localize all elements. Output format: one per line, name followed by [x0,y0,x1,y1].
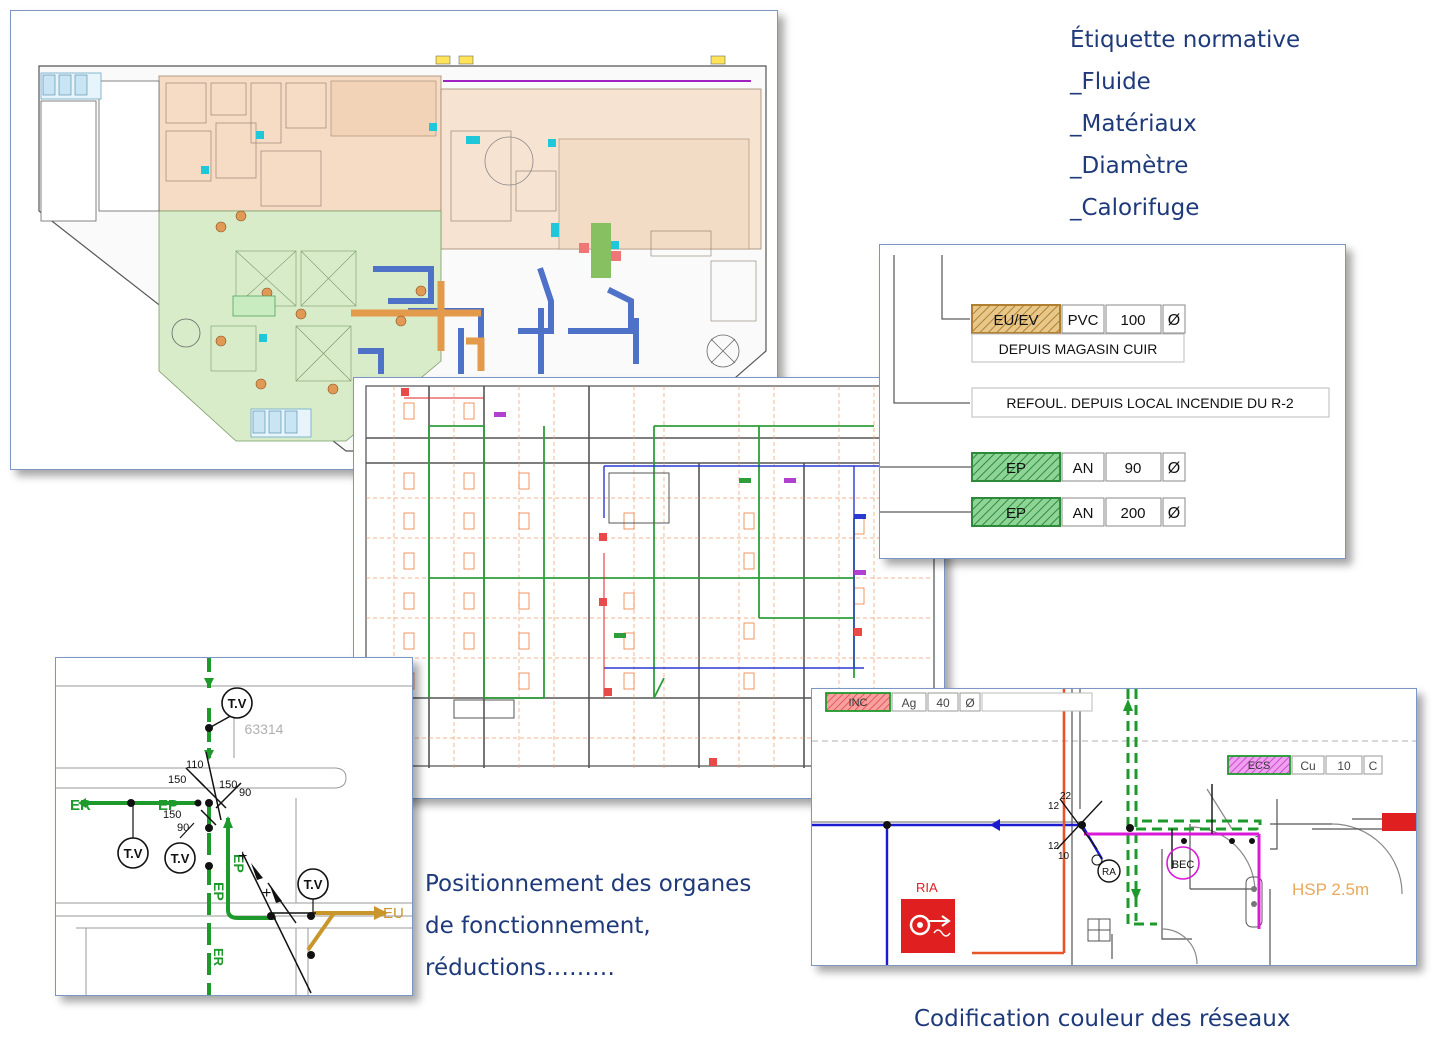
ep-200-diameter-label: 200 [1120,505,1145,522]
tv-label-4: T.V [304,877,323,892]
eu-ev-fluid-cell [971,304,1061,334]
ep-90-fluid-label: EP [1006,460,1026,477]
eu-ev-material-label: PVC [1068,312,1099,329]
caption-label-insulation: _Calorifuge [1070,195,1200,221]
tv-label-2: T.V [124,846,143,861]
ep-label-vertical-1: EP [211,882,227,901]
eu-ev-note: DEPUIS MAGASIN CUIR [999,341,1158,357]
dim-label-150-c: 150 [163,809,181,821]
floor-plan-colored-drawing [38,55,767,452]
color-coding-caption: Codification couleur des réseaux [914,998,1290,1040]
caption-positioning-line-1: Positionnement des organes [425,871,752,897]
refoul-note: REFOUL. DEPUIS LOCAL INCENDIE DU R-2 [1006,395,1294,411]
label-legend-panel: EU/EV PVC 100 Ø DEPUIS MAGASIN CUIR REFO… [879,244,1346,559]
label-criteria-caption: Étiquette normative _Fluide _Matériaux _… [1070,19,1300,229]
inc-diameter-label: 40 [936,696,950,710]
fitting-detail-panel: 63314 [55,657,413,996]
dim-label-12-b: 12 [1048,841,1060,852]
dim-label-90-b: 90 [177,822,189,834]
inc-diameter-symbol: Ø [965,696,974,710]
positioning-caption: Positionnement des organes de fonctionne… [425,863,751,989]
fire-device-icon [1382,813,1416,831]
eu-label: EU [383,905,404,922]
caption-positioning-line-2: de fonctionnement, [425,913,651,939]
dim-label-22: 22 [1060,791,1072,802]
dim-label-150-a: 150 [168,774,186,786]
eu-ev-fluid-label: EU/EV [993,312,1038,329]
caption-label-title: Étiquette normative [1070,27,1301,53]
tv-label-1: T.V [228,696,247,711]
ecs-diameter-label: 10 [1337,759,1351,773]
tv-label-3: T.V [171,851,190,866]
ep-90-material-label: AN [1073,460,1094,477]
ecs-insulation-label: C [1369,759,1378,773]
ra-label: RA [1102,867,1116,878]
dim-label-150-b: 150 [219,779,237,791]
dim-label-90-a: 90 [239,787,251,799]
dim-label-12-a: 12 [1048,801,1060,812]
ecs-fluid-label: ECS [1248,760,1271,772]
plus-sign-1: + [238,848,247,865]
er-label-vertical: ER [211,948,226,967]
ep-200-fluid-cell [971,497,1061,527]
ecs-material-label: Cu [1300,759,1315,773]
network-color-drawing: INC Ag 40 Ø ECS Cu 10 C RIA BEC RA [812,689,1416,965]
floor-plan-colored-panel [10,10,778,470]
ep-200-material-label: AN [1073,505,1094,522]
ep-90-diameter-label: 90 [1125,460,1142,477]
ep-200-fluid-label: EP [1006,505,1026,522]
caption-label-fluid: _Fluide [1070,69,1151,95]
plus-sign-2: + [262,885,271,902]
caption-label-materials: _Matériaux [1070,111,1197,137]
fitting-detail-drawing: 63314 [56,658,412,995]
ep-label-horizontal: EP [158,797,178,814]
er-label-left: ER [70,797,91,814]
ep-90-fluid-cell [971,452,1061,482]
eu-ev-diameter-symbol: Ø [1168,312,1180,329]
ep-90-diameter-symbol: Ø [1168,460,1180,477]
dim-label-110: 110 [186,759,204,771]
ep-label-vertical-2: EP [231,854,247,873]
dim-label-10: 10 [1058,851,1070,862]
room-number: 63314 [245,721,284,737]
eu-ev-diameter-label: 100 [1120,312,1145,329]
inc-fluid-label: INC [849,697,868,709]
caption-color-coding: Codification couleur des réseaux [914,1006,1291,1032]
hsp-label: HSP 2.5m [1292,880,1369,899]
label-legend-drawing: EU/EV PVC 100 Ø DEPUIS MAGASIN CUIR REFO… [880,255,1330,527]
caption-positioning-line-3: réductions……… [425,955,615,981]
network-color-panel: INC Ag 40 Ø ECS Cu 10 C RIA BEC RA [811,688,1417,966]
inc-material-label: Ag [902,696,917,710]
caption-label-diameter: _Diamètre [1070,153,1189,179]
ria-label: RIA [916,880,938,895]
bec-label: BEC [1172,859,1195,871]
ep-200-diameter-symbol: Ø [1168,505,1180,522]
